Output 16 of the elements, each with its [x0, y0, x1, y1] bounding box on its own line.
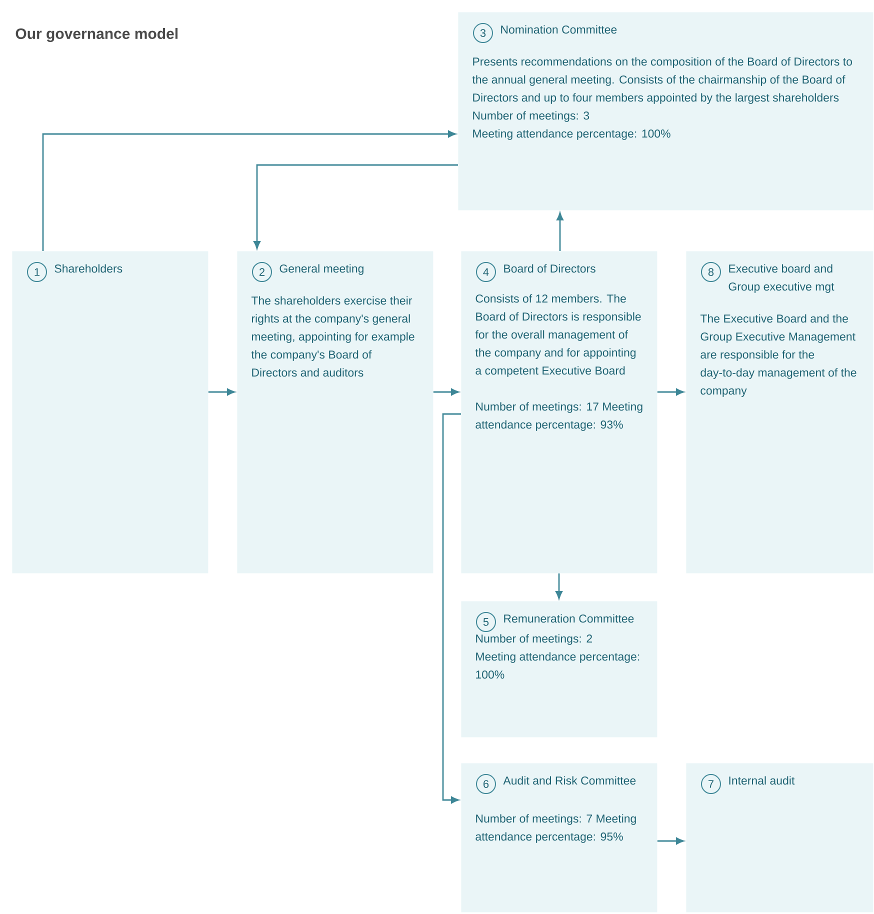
node-label: Presents recommendations on the composition of the Board of Directors to the annual general meeting. Consists of the chairmanship of the Board of Directors and up to four members appointed by the largest shareholders [472, 57, 852, 104]
node-label: Number of meetings: 7 Meeting attendance percentage: 95% [476, 814, 636, 843]
node-label: Nomination Committee [501, 25, 617, 34]
node-label: Number of meetings: 3 [473, 111, 590, 122]
connector [433, 388, 459, 396]
connector [556, 573, 562, 599]
connector [42, 130, 456, 251]
connector [657, 388, 684, 396]
connector [442, 413, 461, 804]
title: Our governance model [16, 28, 178, 42]
node-label: Audit and Risk Committee [503, 776, 636, 785]
node-label: Meeting attendance percentage: 100% [473, 129, 670, 140]
connector [208, 388, 235, 396]
connector [254, 164, 458, 249]
connector [556, 212, 564, 251]
connector [657, 838, 684, 844]
